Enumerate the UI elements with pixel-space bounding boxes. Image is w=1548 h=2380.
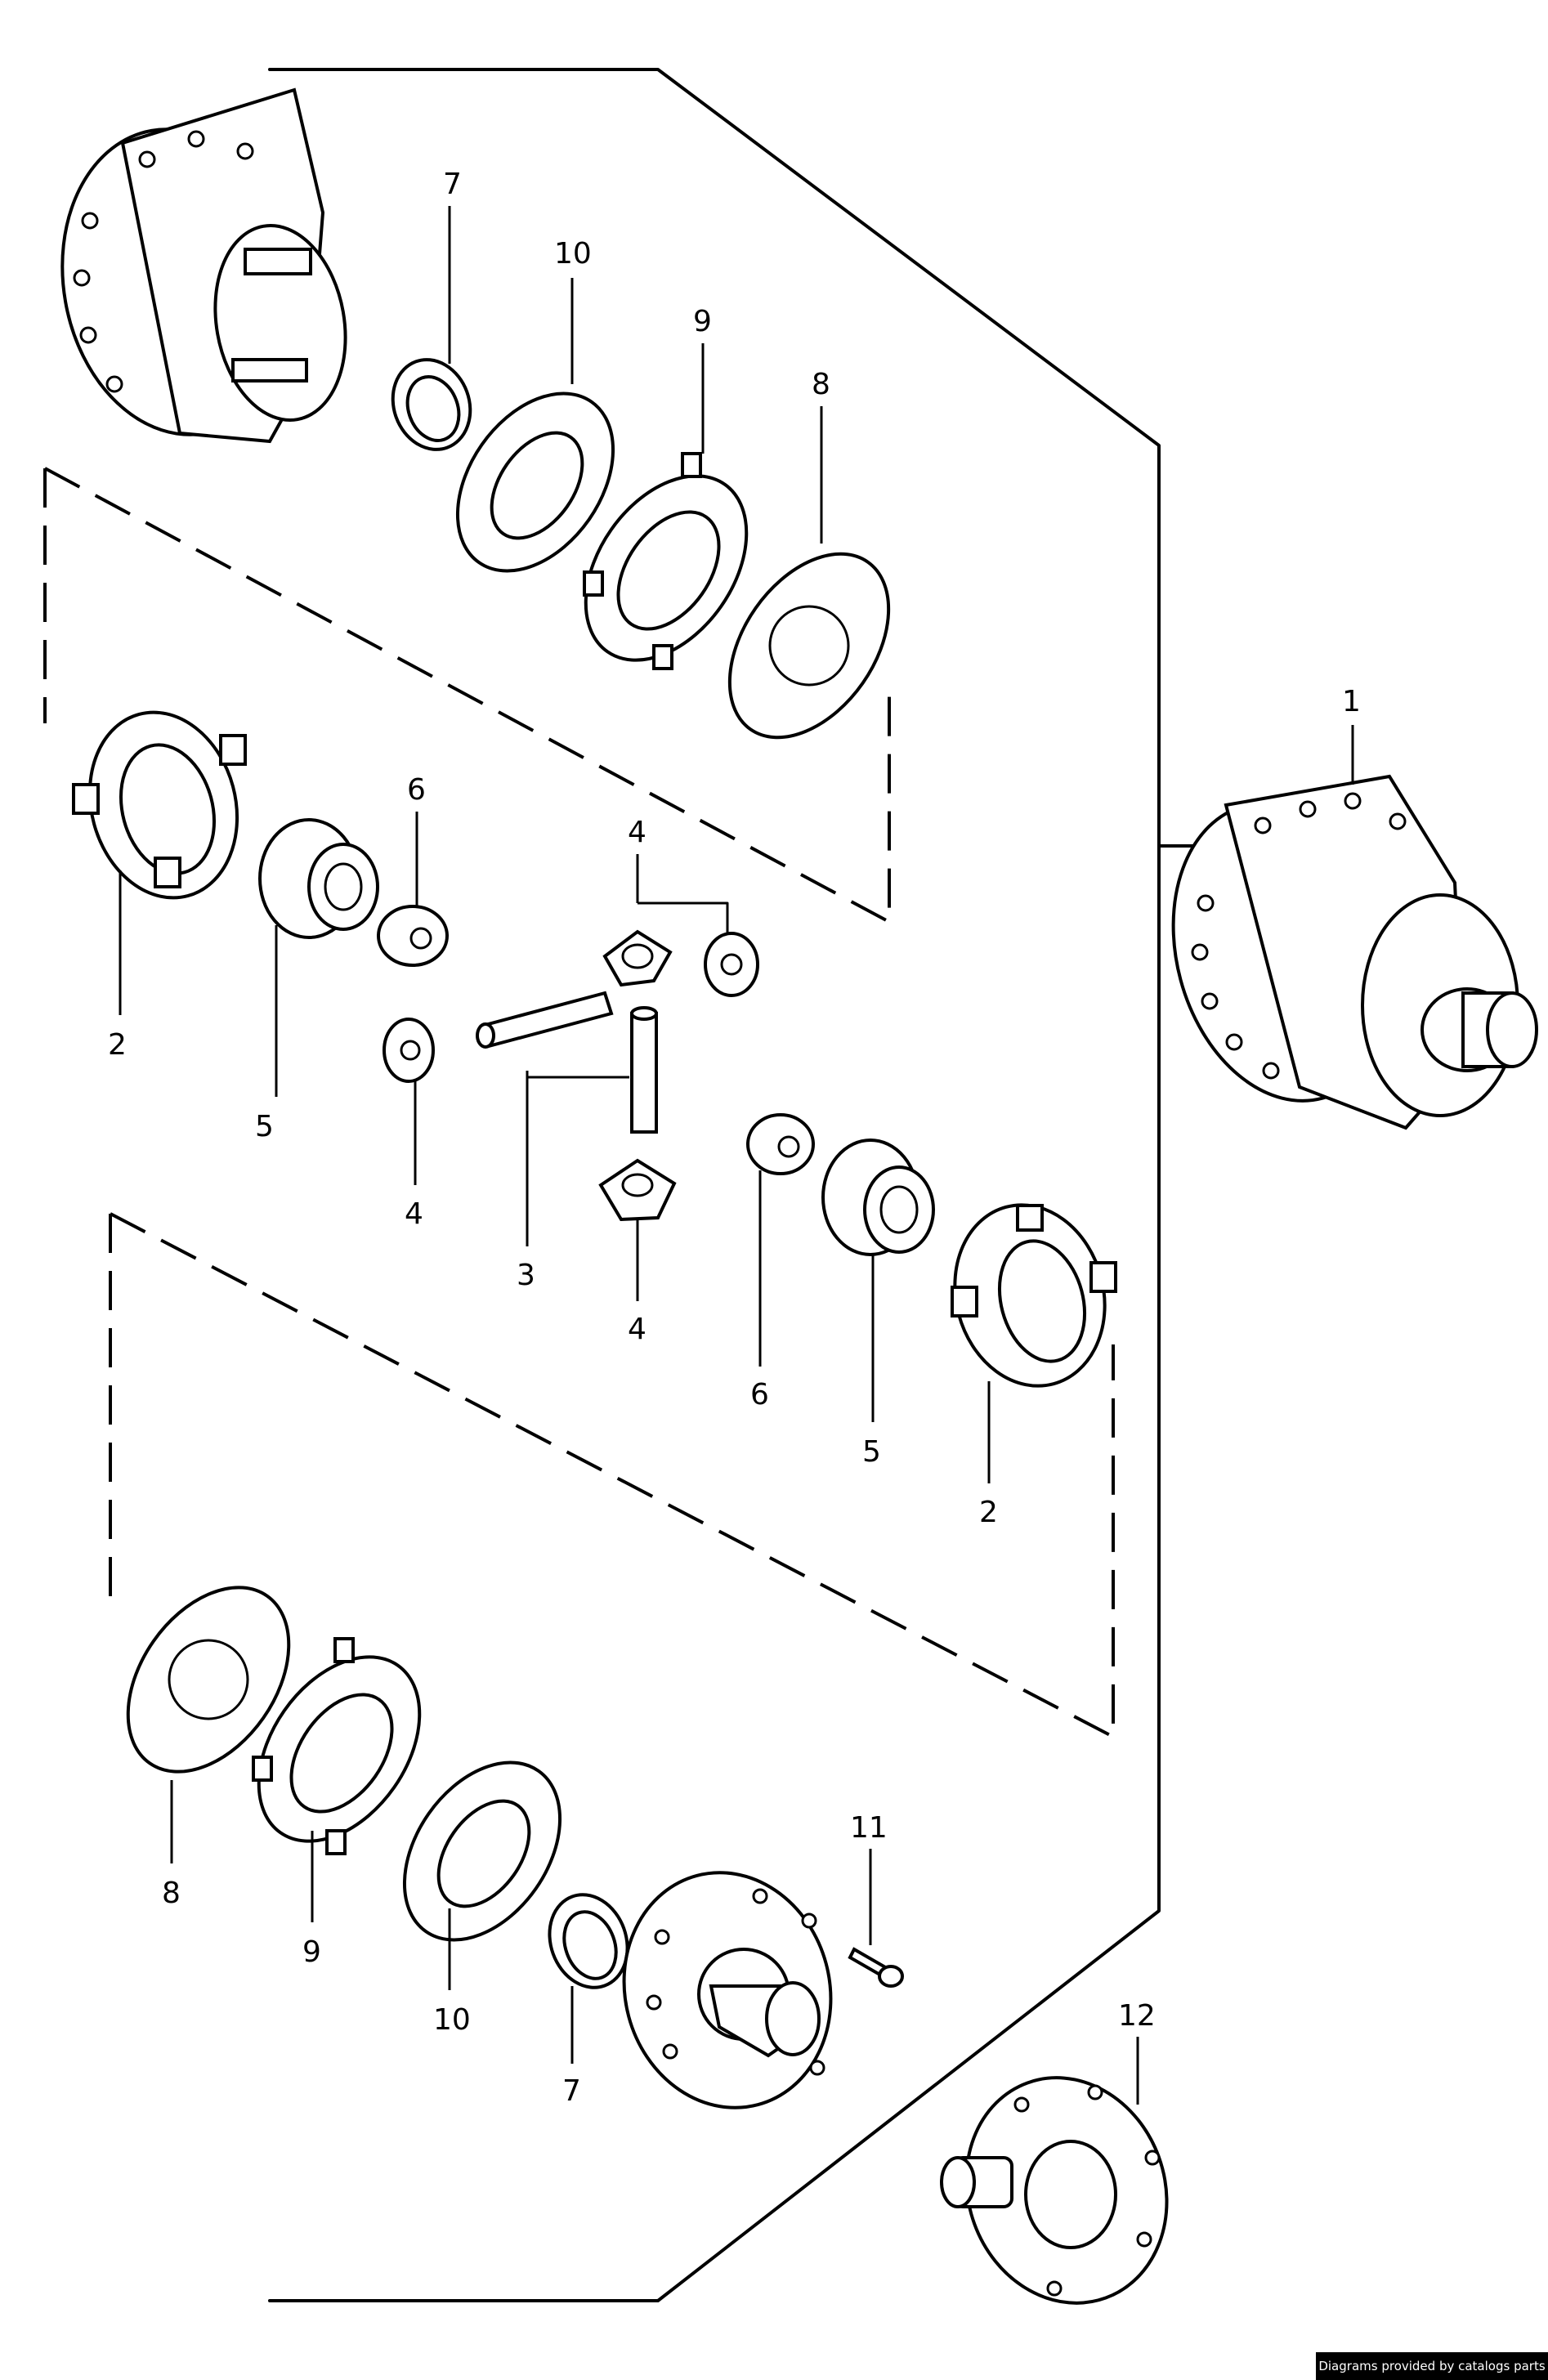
pinion-gear-top-right: [704, 932, 759, 997]
callout-10-upper: 10: [554, 237, 592, 271]
pressure-ring-upper: [72, 710, 247, 900]
shim-ring-lower: [548, 1893, 629, 1989]
callout-9-lower: 9: [302, 1935, 321, 1969]
shim-ring-upper: [391, 358, 472, 451]
drive-flange: [940, 2076, 1169, 2305]
side-gear-upper: [258, 818, 379, 939]
callout-5-lower: 5: [862, 1435, 881, 1469]
spacer-upper: [377, 905, 449, 967]
callout-9-upper: 9: [693, 305, 712, 338]
differential-housing: [1171, 774, 1538, 1130]
callout-10-lower: 10: [433, 2003, 471, 2037]
pinion-gear-left: [383, 1018, 435, 1083]
friction-disc-outer-upper: [583, 452, 749, 670]
splined-disc-lower: [126, 1586, 291, 1774]
pressure-ring-lower: [951, 1203, 1117, 1388]
callout-8-lower: 8: [162, 1877, 181, 1910]
thrust-washer-lower: [402, 1760, 562, 1942]
cap-screw: [848, 1947, 904, 1988]
lower-dashed-bracket: [109, 1212, 1115, 1740]
spacer-lower: [746, 1113, 815, 1175]
housing-cover-upper: [60, 87, 347, 444]
callout-7-lower: 7: [562, 2074, 581, 2108]
thrust-washer-upper: [455, 391, 615, 573]
callout-7-upper: 7: [443, 168, 462, 201]
callout-2-upper: 2: [108, 1028, 127, 1062]
callout-11: 11: [850, 1811, 888, 1845]
differential-cross-shaft: [476, 991, 658, 1134]
callout-4-top: 4: [628, 816, 646, 849]
callout-8-upper: 8: [812, 368, 830, 401]
pinion-gear-top-left: [602, 929, 673, 987]
callout-5-upper: 5: [255, 1110, 274, 1143]
callout-2-lower: 2: [979, 1496, 998, 1529]
diagram-credit: Diagrams provided by catalogs parts: [1316, 2352, 1548, 2380]
callout-6-lower: 6: [750, 1378, 769, 1411]
callout-3: 3: [517, 1259, 535, 1292]
assembly-bracket: [268, 68, 1161, 2302]
leader-lines: [119, 206, 1354, 2105]
housing-cover-lower: [622, 1871, 833, 2109]
callout-4-left: 4: [405, 1197, 423, 1231]
upper-dashed-bracket: [43, 467, 891, 925]
callout-6-upper: 6: [407, 773, 426, 807]
callout-1: 1: [1342, 685, 1361, 718]
splined-disc-upper: [727, 552, 891, 740]
callout-4-bottom: 4: [628, 1313, 646, 1346]
side-gear-lower: [821, 1139, 935, 1256]
callout-12: 12: [1118, 1999, 1156, 2033]
friction-disc-outer-lower: [252, 1637, 422, 1855]
pinion-gear-bottom: [598, 1158, 677, 1222]
